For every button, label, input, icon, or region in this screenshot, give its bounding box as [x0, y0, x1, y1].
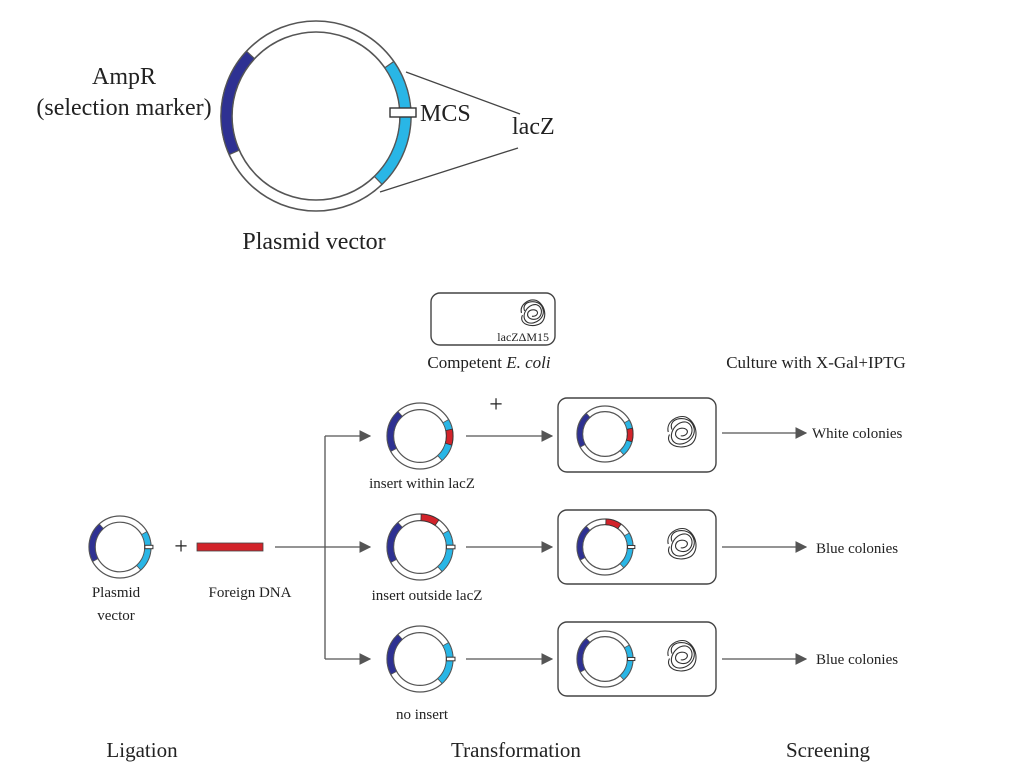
result-insert-outside-lacz: Blue colonies	[816, 541, 898, 557]
mcs-box	[144, 544, 154, 550]
lacz-segment	[136, 530, 152, 571]
plus-sign-ligation: +	[174, 534, 188, 560]
mcs-box	[389, 107, 417, 118]
ampr-segment	[576, 637, 591, 673]
ampr-segment	[386, 521, 403, 564]
chromosome-icon	[520, 299, 546, 327]
insert-segment	[626, 427, 634, 443]
competent-ecoli-cell: lacZΔM15	[430, 292, 556, 346]
plasmid-vector-label: Plasmid vector	[242, 229, 385, 255]
ampr-segment	[88, 523, 104, 563]
result-no-insert: Blue colonies	[816, 652, 898, 668]
lacz-segment	[437, 529, 454, 573]
plasmid-ring-inner	[231, 31, 401, 201]
mcs-box	[627, 656, 636, 662]
lacz-segment	[437, 641, 454, 685]
chromosome-icon	[667, 415, 697, 448]
plasmid-no-insert	[386, 625, 456, 693]
cell-outline-row1	[557, 397, 717, 473]
stage-label-screening: Screening	[786, 738, 870, 762]
stage-label-transformation: Transformation	[451, 738, 581, 762]
foreign-dna-fragment	[196, 542, 264, 552]
competent-ecoli-label: Competent E. coli	[427, 353, 551, 372]
outcome-label-insert-within-lacz: insert within lacZ	[369, 476, 475, 492]
mcs-label: MCS	[420, 101, 471, 127]
foreign-dna-label: Foreign DNA	[209, 585, 292, 601]
outcome-label-no-insert: no insert	[396, 707, 449, 723]
plasmid-vector-large	[220, 20, 521, 212]
lacz-segment	[619, 644, 634, 681]
mcs-box	[627, 544, 636, 550]
insert-segment	[444, 428, 454, 446]
transformed-cell-insert-outside-lacz	[557, 509, 717, 585]
genotype-label: lacZΔM15	[497, 330, 549, 344]
insert-segment	[605, 518, 622, 530]
cell-outline-row2	[557, 509, 717, 585]
culture-label: Culture with X-Gal+IPTG	[726, 353, 906, 372]
transformed-cell-no-insert	[557, 621, 717, 697]
cell-plasmid-row1	[576, 405, 634, 463]
lacz-callout-line-bottom	[379, 147, 519, 193]
ampr-segment	[576, 412, 591, 448]
chromosome-icon	[667, 527, 697, 560]
lacz-segment	[373, 60, 412, 186]
outcome-label-insert-outside-lacz: insert outside lacZ	[372, 588, 483, 604]
ampr-segment	[576, 525, 591, 561]
plasmid-insert-within-lacz	[386, 402, 454, 470]
ligation-plasmid-label-line1: Plasmid	[92, 585, 141, 601]
ligation-plasmid-label-line2: vector	[97, 608, 134, 624]
chromosome-strand	[667, 527, 697, 560]
insert-segment	[420, 513, 440, 526]
chromosome-strand	[667, 639, 697, 672]
stage-label-ligation: Ligation	[106, 738, 178, 762]
lacz-label: lacZ	[512, 114, 555, 140]
chromosome-icon	[667, 639, 697, 672]
ligation-plasmid-vector	[88, 515, 154, 579]
ampr-sub-label: (selection marker)	[36, 95, 211, 121]
chromosome-strand	[520, 299, 546, 327]
plasmid-insert-outside-lacz	[386, 513, 456, 581]
lacz-callout-line-top	[405, 71, 521, 115]
cell-plasmid-row3	[576, 630, 636, 688]
plus-sign-transformation: +	[489, 392, 503, 418]
chromosome-strand	[667, 415, 697, 448]
cell-plasmid-row2	[576, 518, 636, 576]
result-insert-within-lacz: White colonies	[812, 426, 903, 442]
ampr-segment	[386, 410, 403, 453]
ampr-label: AmpR	[92, 64, 156, 90]
lacz-segment	[619, 532, 634, 569]
mcs-box	[445, 544, 456, 550]
cell-outline-row3	[557, 621, 717, 697]
ampr-segment	[386, 633, 403, 676]
ampr-segment	[220, 50, 256, 156]
transformed-cell-insert-within-lacz	[557, 397, 717, 473]
mcs-box	[445, 656, 456, 662]
